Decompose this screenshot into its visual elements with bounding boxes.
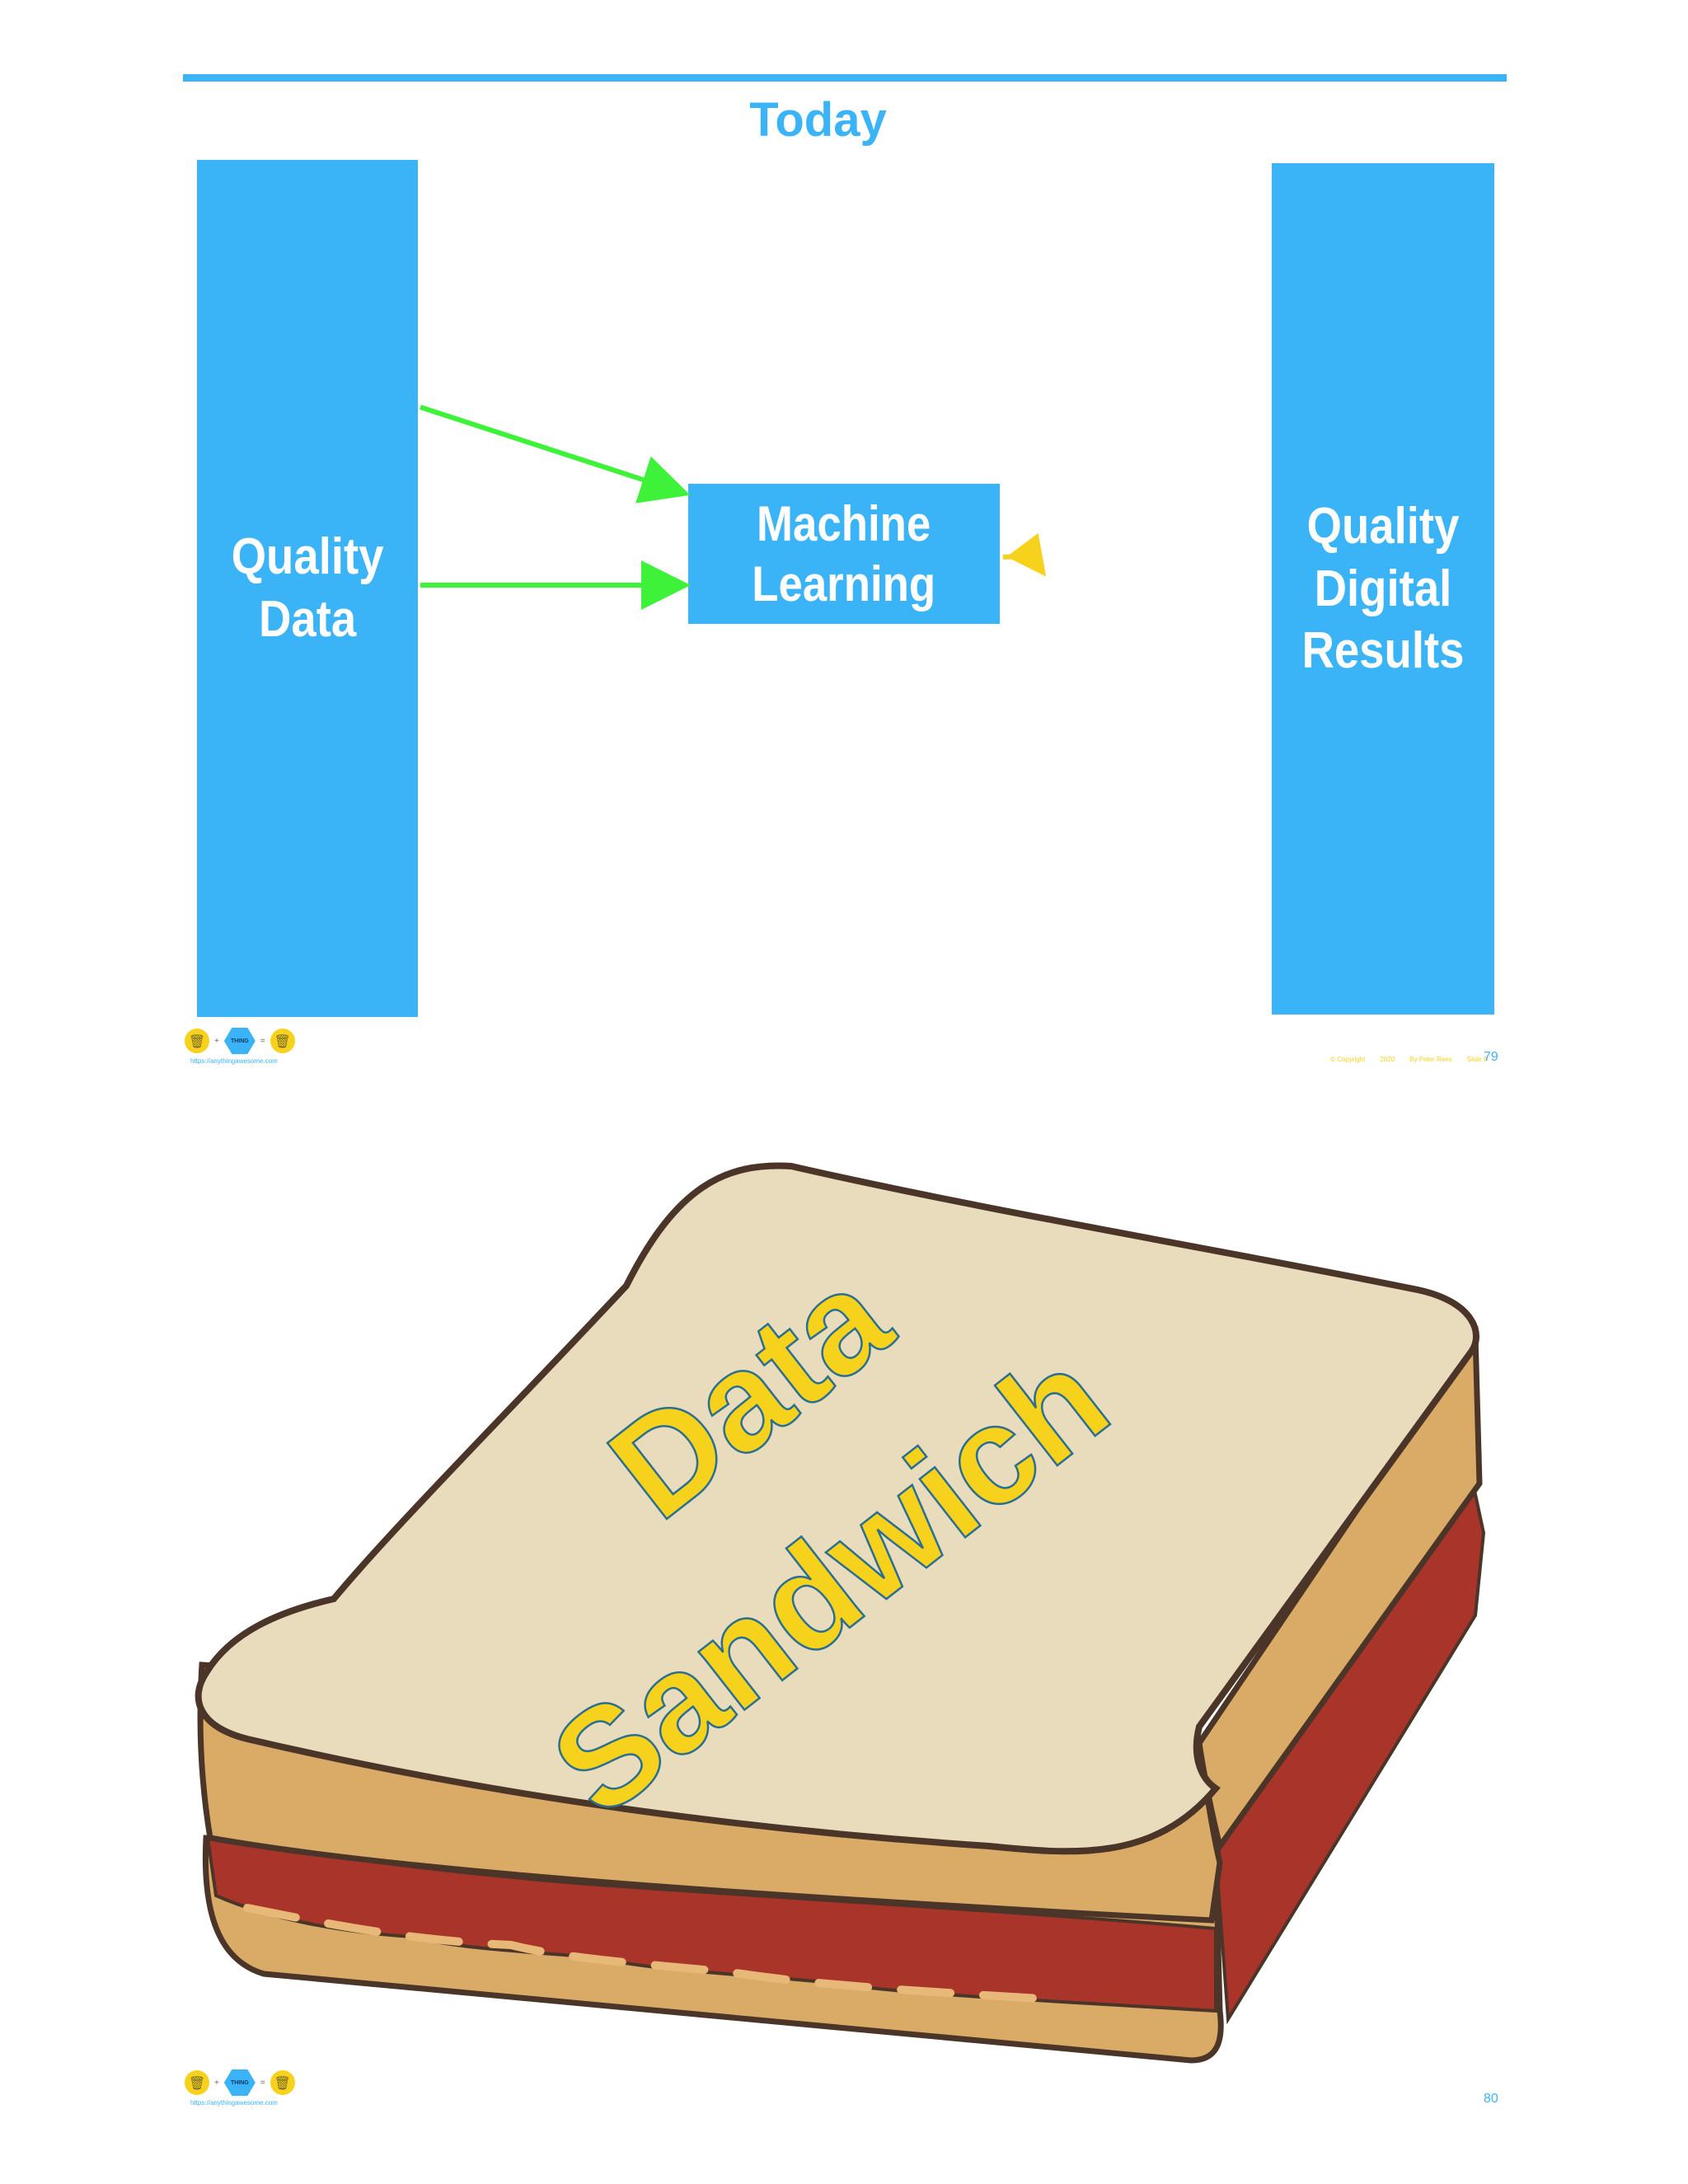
page-number-2: 80	[1484, 2092, 1498, 2106]
thing-label: THING	[230, 2079, 249, 2086]
year-text: 2020	[1380, 1056, 1395, 1063]
trash-can-icon: 🗑	[185, 2070, 209, 2095]
trash-can-icon: 🗑	[185, 1029, 209, 1053]
footer-meta: © Copyright 2020 By Peter Rees Slide 9	[1330, 1056, 1487, 1063]
right-crust-side	[1196, 1326, 1483, 1854]
plus-sign: +	[214, 1036, 219, 1046]
equals-sign: =	[260, 1036, 265, 1046]
thing-hexagon-icon: THING	[223, 2069, 256, 2096]
footer-url[interactable]: https://anythingawesome.com	[190, 1057, 278, 1065]
green-arrow-upper	[420, 405, 691, 504]
machine-learning-box: Machine Learning	[688, 484, 1000, 624]
trash-can-icon: 🗑	[270, 2070, 295, 2095]
flow-arrows	[420, 405, 1047, 610]
machine-learning-label: Machine Learning	[752, 495, 936, 612]
slide-label: Slide 9	[1466, 1056, 1488, 1063]
trash-can-icon: 🗑	[270, 1029, 295, 1053]
equals-sign: =	[260, 2078, 265, 2088]
bread-top	[195, 1162, 1479, 1855]
footer-url-2[interactable]: https://anythingawesome.com	[190, 2099, 278, 2107]
title-rule	[183, 74, 1507, 82]
yellow-arrow	[1002, 532, 1047, 577]
slide-title: Today	[749, 93, 887, 147]
quality-data-label: Quality Data	[231, 528, 384, 648]
footer-logo-2: 🗑 + THING = 🗑	[185, 2069, 295, 2096]
author-text: By Peter Rees	[1409, 1056, 1452, 1063]
copyright-text: © Copyright	[1330, 1056, 1366, 1063]
page-number: 79	[1484, 1050, 1498, 1064]
plus-sign: +	[214, 2078, 219, 2088]
footer-logo: 🗑 + THING = 🗑	[185, 1028, 295, 1054]
quality-digital-results-box: Quality Digital Results	[1272, 163, 1494, 1015]
thing-hexagon-icon: THING	[223, 1028, 256, 1054]
quality-data-box: Quality Data	[197, 160, 418, 1017]
quality-digital-results-label: Quality Digital Results	[1301, 498, 1465, 680]
sandwich-illustration: Data Sandwich	[195, 1162, 1486, 2064]
thing-label: THING	[230, 1038, 249, 1044]
